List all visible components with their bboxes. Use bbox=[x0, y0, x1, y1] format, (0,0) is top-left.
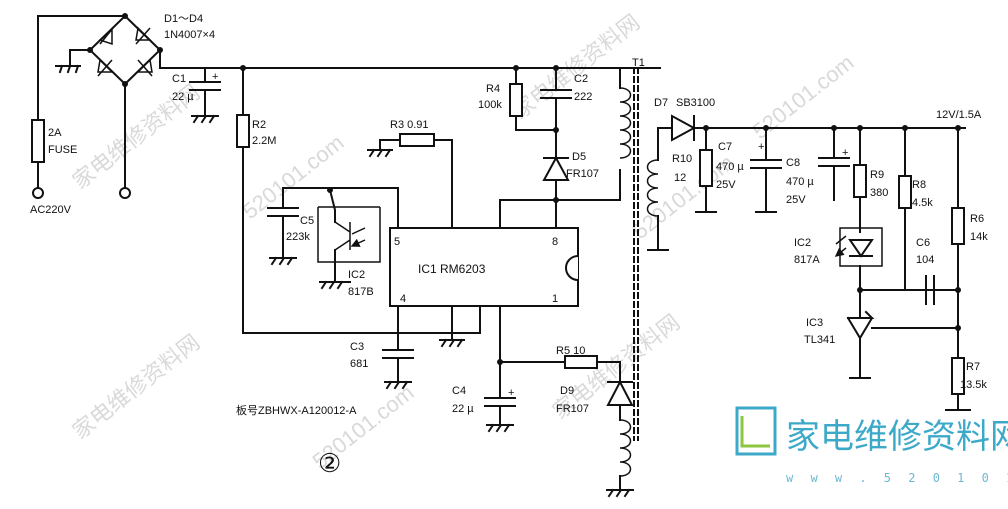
optocoupler-ic2-right bbox=[836, 227, 961, 293]
c2-label: C2 bbox=[574, 73, 588, 85]
resistor-r3 bbox=[367, 133, 453, 229]
d9-value: FR107 bbox=[556, 403, 589, 415]
r7-label: R7 bbox=[966, 361, 980, 373]
ic3-value: TL341 bbox=[804, 334, 835, 346]
c5-label: C5 bbox=[300, 215, 314, 227]
c1-label: C1 bbox=[172, 73, 186, 85]
r10-label: R10 bbox=[672, 153, 692, 165]
r3-label: R3 0.91 bbox=[390, 119, 429, 131]
t1-label: T1 bbox=[632, 57, 645, 69]
output-label: 12V/1.5A bbox=[936, 109, 982, 121]
fuse-rating: 2A bbox=[48, 127, 62, 139]
bridge-rectifier bbox=[31, 13, 661, 199]
resistor-r9 bbox=[853, 127, 867, 233]
ac-input-label: AC220V bbox=[30, 204, 72, 216]
capacitor-c3 bbox=[382, 344, 414, 390]
c7-label: C7 bbox=[718, 141, 732, 153]
watermark-text: 家电维修资料网 bbox=[508, 9, 645, 124]
r8-value: 4.5k bbox=[912, 197, 933, 209]
capacitor-c6 bbox=[904, 275, 959, 305]
r4-value: 100k bbox=[478, 99, 502, 111]
r8-label: R8 bbox=[912, 179, 926, 191]
resistor-r2 bbox=[236, 65, 481, 334]
fuse-label: FUSE bbox=[48, 144, 77, 156]
capacitor-c4 bbox=[484, 359, 516, 433]
c4-value: 22 µ bbox=[452, 403, 474, 415]
pin-4: 4 bbox=[400, 293, 406, 305]
ic2-left-label: IC2 bbox=[348, 269, 365, 281]
pin-5: 5 bbox=[394, 236, 400, 248]
watermark-text: 家电维修资料网 bbox=[68, 329, 205, 444]
r4-label: R4 bbox=[486, 83, 500, 95]
capacitor-c5 bbox=[267, 187, 399, 266]
c5-value: 223k bbox=[286, 231, 310, 243]
c8-voltage: 25V bbox=[786, 194, 806, 206]
ic1-rm6203 bbox=[389, 199, 579, 363]
capacitor-c7 bbox=[750, 127, 782, 213]
d7-label: D7 bbox=[654, 97, 668, 109]
plus-mark: + bbox=[758, 141, 764, 153]
c1-value: 22 µ bbox=[172, 91, 194, 103]
bridge-part-label: 1N4007×4 bbox=[164, 29, 215, 41]
c8-value: 470 µ bbox=[786, 176, 814, 188]
resistor-r7 bbox=[945, 351, 971, 411]
regulator-ic3 bbox=[846, 289, 961, 379]
board-number: 板号ZBHWX-A120012-A bbox=[236, 403, 357, 417]
resistor-r8 bbox=[898, 127, 912, 291]
d9-label: D9 bbox=[560, 385, 574, 397]
plus-mark: + bbox=[508, 387, 514, 399]
optocoupler-ic2-left bbox=[317, 187, 381, 290]
r7-value: 13.5k bbox=[960, 379, 987, 391]
c3-value: 681 bbox=[350, 358, 368, 370]
ic2-left-value: 817B bbox=[348, 286, 374, 298]
ic1-label: IC1 RM6203 bbox=[418, 262, 486, 276]
c3-label: C3 bbox=[350, 341, 364, 353]
resistor-r5 bbox=[499, 355, 621, 381]
c7-voltage: 25V bbox=[716, 179, 736, 191]
r2-label: R2 bbox=[252, 119, 266, 131]
bridge-label: D1～D4 bbox=[164, 13, 203, 25]
plus-mark: + bbox=[842, 147, 848, 159]
resistor-r10 bbox=[695, 127, 717, 213]
pin-8: 8 bbox=[552, 236, 558, 248]
transformer-t1 bbox=[619, 67, 673, 441]
d7-value: SB3100 bbox=[676, 97, 715, 109]
c4-label: C4 bbox=[452, 385, 466, 397]
secondary-rectifier bbox=[671, 114, 966, 142]
d5-value: FR107 bbox=[566, 168, 599, 180]
r5-label: R5 10 bbox=[556, 345, 585, 357]
pin-1: 1 bbox=[552, 293, 558, 305]
resistor-r6 bbox=[951, 127, 965, 353]
r6-label: R6 bbox=[970, 213, 984, 225]
ic3-label: IC3 bbox=[806, 317, 823, 329]
snubber-network bbox=[509, 65, 621, 203]
figure-number: ② bbox=[318, 448, 341, 478]
c6-value: 104 bbox=[916, 254, 934, 266]
ic2-right-value: 817A bbox=[794, 254, 820, 266]
c6-label: C6 bbox=[916, 237, 930, 249]
c8-label: C8 bbox=[786, 157, 800, 169]
r2-value: 2.2M bbox=[252, 135, 276, 147]
r9-label: R9 bbox=[870, 169, 884, 181]
c2-value: 222 bbox=[574, 91, 592, 103]
r6-value: 14k bbox=[970, 231, 988, 243]
logo-url: w w w . 5 2 0 1 0 1 . c o m bbox=[786, 471, 1008, 485]
capacitor-c1 bbox=[189, 67, 221, 124]
site-logo: 家电维修资料网 w w w . 5 2 0 1 0 1 . c o m bbox=[735, 406, 1008, 485]
r9-value: 380 bbox=[870, 187, 888, 199]
ic2-right-label: IC2 bbox=[794, 237, 811, 249]
labels: D1～D4 1N4007×4 C1 22 µ + 2A FUSE AC220V … bbox=[30, 13, 988, 478]
d5-label: D5 bbox=[572, 151, 586, 163]
c7-value: 470 µ bbox=[716, 161, 744, 173]
plus-mark: + bbox=[212, 71, 218, 83]
r10-value: 12 bbox=[674, 172, 686, 184]
logo-text: 家电维修资料网 bbox=[786, 417, 1008, 457]
capacitor-c8 bbox=[818, 127, 850, 201]
diode-d9 bbox=[606, 379, 634, 498]
